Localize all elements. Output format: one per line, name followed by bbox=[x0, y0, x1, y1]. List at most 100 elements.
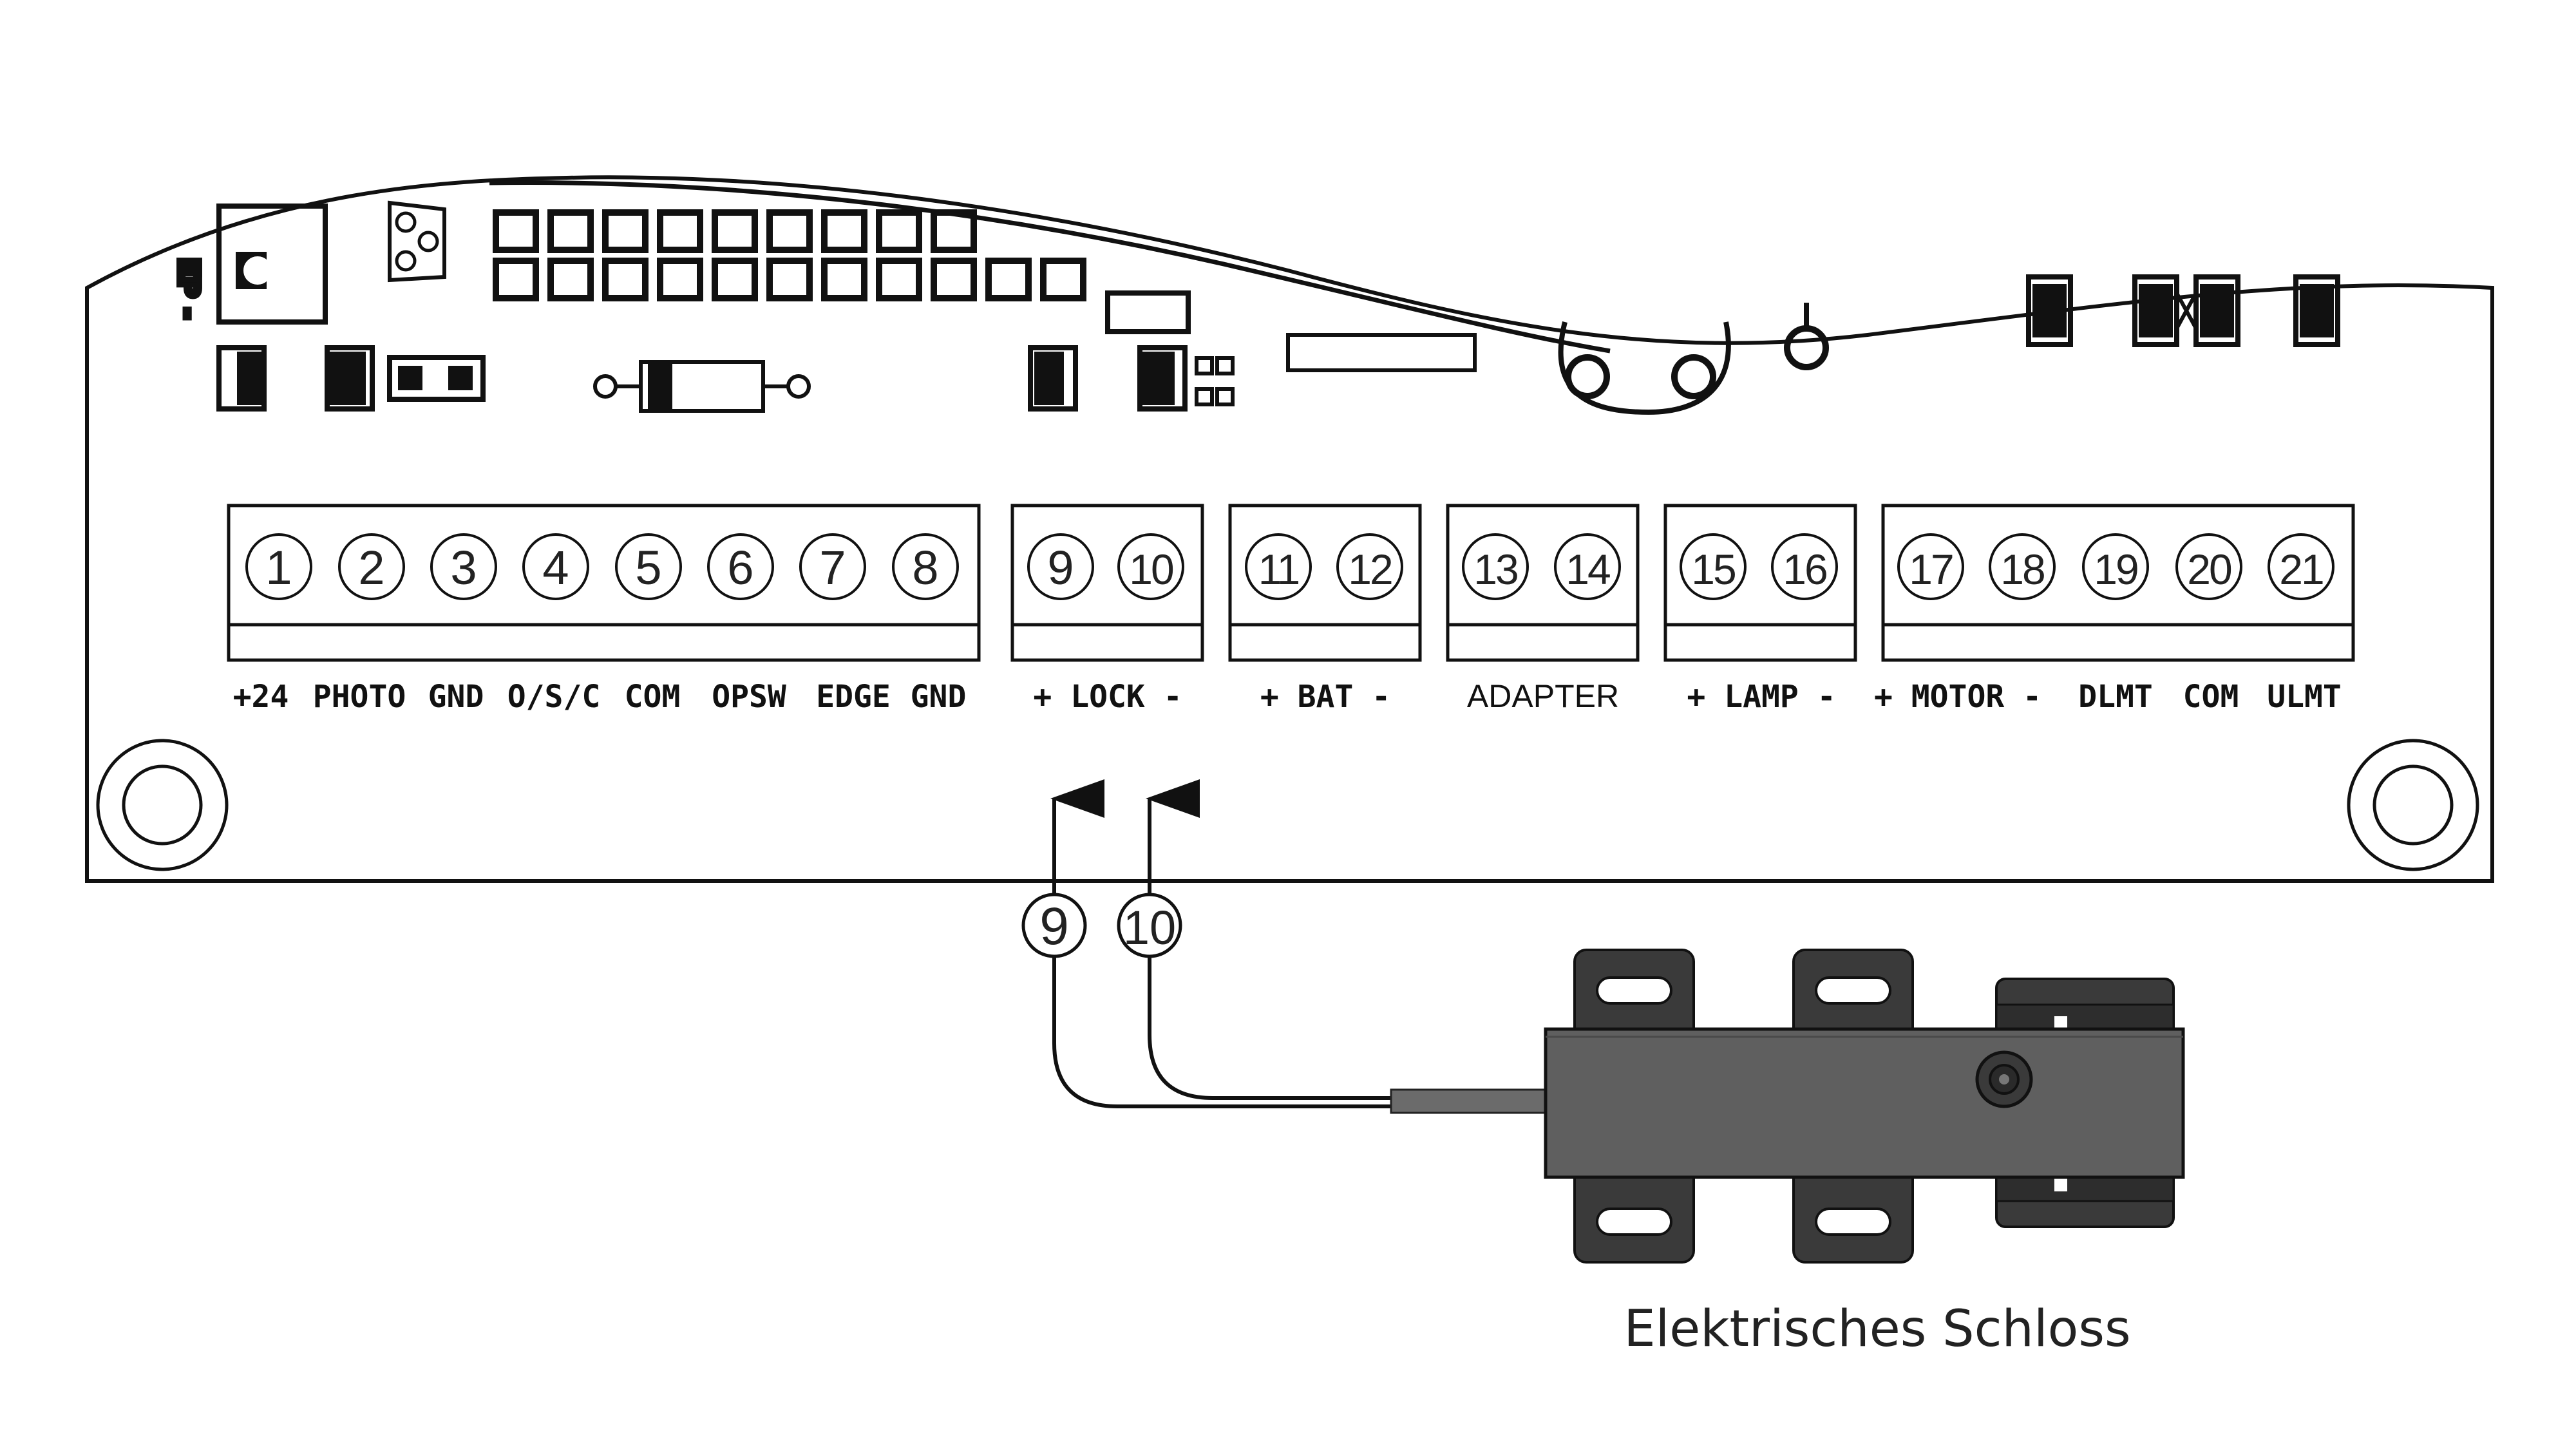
header-pin bbox=[657, 258, 703, 301]
pcb-components: EP - bbox=[169, 200, 2340, 415]
terminal-number: 21 bbox=[2279, 545, 2323, 593]
header-pin-hole bbox=[833, 270, 855, 289]
header-pin bbox=[985, 258, 1032, 301]
terminal-number: 19 bbox=[2094, 545, 2137, 593]
terminal-19: 19 bbox=[2082, 533, 2149, 600]
label-opsw: OPSW bbox=[712, 679, 786, 715]
header-pin bbox=[493, 258, 539, 301]
wire-9-line bbox=[1052, 953, 1391, 1108]
terminal-12: 12 bbox=[1336, 533, 1403, 600]
header-pin-hole bbox=[560, 222, 582, 241]
terminal-7: 7 bbox=[799, 533, 866, 600]
terminal-number: 9 bbox=[1047, 541, 1074, 594]
terminal-number: 18 bbox=[2000, 545, 2044, 593]
lock-bracket-bottom-right bbox=[1792, 1158, 1914, 1264]
header-pin bbox=[547, 209, 594, 253]
header-pin-hole bbox=[943, 270, 965, 289]
terminal-number: 6 bbox=[727, 541, 753, 594]
terminal-number: 2 bbox=[358, 541, 384, 594]
label-motor: + MOTOR - bbox=[1874, 679, 2041, 715]
label-com-2: COM bbox=[2183, 679, 2239, 715]
header-pin-hole bbox=[998, 270, 1019, 289]
mounting-hole-right bbox=[2347, 739, 2479, 871]
header-pin-hole bbox=[614, 270, 636, 289]
terminal-3: 3 bbox=[430, 533, 497, 600]
label-adapter: ADAPTER bbox=[1467, 678, 1619, 714]
header-pin bbox=[602, 258, 649, 301]
wire-10-marker: 10 bbox=[1117, 893, 1182, 958]
header-pin bbox=[493, 209, 539, 253]
label-osc: O/S/C bbox=[507, 679, 601, 715]
terminal-5: 5 bbox=[615, 533, 682, 600]
header-pin bbox=[821, 209, 867, 253]
header-pin-hole bbox=[779, 270, 800, 289]
wire-9-marker: 9 bbox=[1021, 893, 1087, 958]
terminal-number: 11 bbox=[1258, 545, 1299, 593]
label-lamp: + LAMP - bbox=[1687, 679, 1835, 715]
header-pin bbox=[712, 258, 758, 301]
header-pin bbox=[931, 258, 977, 301]
header-pin-hole bbox=[833, 222, 855, 241]
header-pin bbox=[547, 258, 594, 301]
electric-lock: Elektrisches Schloss bbox=[1390, 949, 2185, 1358]
header-pin-hole bbox=[888, 222, 910, 241]
board-fragment-label: EP - bbox=[172, 258, 205, 319]
terminal-8: 8 bbox=[892, 533, 959, 600]
terminal-11: 11 bbox=[1245, 533, 1312, 600]
terminal-number: 3 bbox=[450, 541, 477, 594]
header-pin-hole bbox=[888, 270, 910, 289]
lock-wiring: 9 10 bbox=[1021, 779, 1391, 1108]
terminal-15: 15 bbox=[1680, 533, 1747, 600]
terminal-18: 18 bbox=[1989, 533, 2056, 600]
svg-text:9: 9 bbox=[1039, 897, 1069, 956]
header-pin bbox=[657, 209, 703, 253]
lock-cable bbox=[1390, 1088, 1547, 1114]
header-pin bbox=[712, 209, 758, 253]
label-bat: + BAT - bbox=[1260, 679, 1390, 715]
terminal-block-1-8 bbox=[227, 504, 981, 662]
header-pin bbox=[766, 258, 813, 301]
terminal-9: 9 bbox=[1027, 533, 1094, 600]
terminal-20: 20 bbox=[2175, 533, 2242, 600]
mounting-hole-left bbox=[96, 739, 229, 871]
terminal-10: 10 bbox=[1117, 533, 1184, 600]
label-photo: PHOTO bbox=[313, 679, 406, 715]
lock-bracket-top-left bbox=[1573, 949, 1695, 1054]
terminal-number: 15 bbox=[1691, 545, 1735, 593]
label-edge: EDGE bbox=[816, 679, 891, 715]
terminal-2: 2 bbox=[338, 533, 405, 600]
label-lock: + LOCK - bbox=[1033, 679, 1182, 715]
terminal-number: 1 bbox=[265, 541, 292, 594]
wire-10-line bbox=[1148, 953, 1391, 1100]
terminal-6: 6 bbox=[707, 533, 774, 600]
lock-bracket-top-right bbox=[1792, 949, 1914, 1054]
lock-caption: Elektrisches Schloss bbox=[1624, 1300, 2130, 1358]
lock-body bbox=[1544, 1027, 2185, 1179]
terminal-21: 21 bbox=[2268, 533, 2334, 600]
svg-text:10: 10 bbox=[1123, 901, 1176, 954]
header-pin-hole bbox=[1052, 270, 1074, 289]
header-pin-hole bbox=[669, 222, 691, 241]
header-pin bbox=[766, 209, 813, 253]
terminal-16: 16 bbox=[1771, 533, 1838, 600]
label-gnd-2: GND bbox=[911, 679, 967, 715]
header-pin bbox=[876, 258, 922, 301]
header-pin-hole bbox=[614, 222, 636, 241]
label-com-1: COM bbox=[625, 679, 681, 715]
label-gnd-1: GND bbox=[428, 679, 484, 715]
label-dlmt: DLMT bbox=[2078, 679, 2153, 715]
terminal-number: 13 bbox=[1473, 545, 1517, 593]
header-pin-hole bbox=[505, 270, 527, 289]
header-pin bbox=[1040, 258, 1086, 301]
terminal-13: 13 bbox=[1462, 533, 1529, 600]
terminal-number: 16 bbox=[1783, 545, 1826, 593]
terminal-1: 1 bbox=[245, 533, 312, 600]
label-ulmt: ULMT bbox=[2267, 679, 2342, 715]
lock-bracket-bottom-left bbox=[1573, 1158, 1695, 1264]
header-pin bbox=[821, 258, 867, 301]
lock-key-cylinder bbox=[1975, 1050, 2033, 1108]
terminal-number: 10 bbox=[1129, 545, 1173, 593]
header-pin-hole bbox=[724, 222, 746, 241]
header-pin-hole bbox=[943, 222, 965, 241]
terminal-number: 17 bbox=[1909, 545, 1953, 593]
